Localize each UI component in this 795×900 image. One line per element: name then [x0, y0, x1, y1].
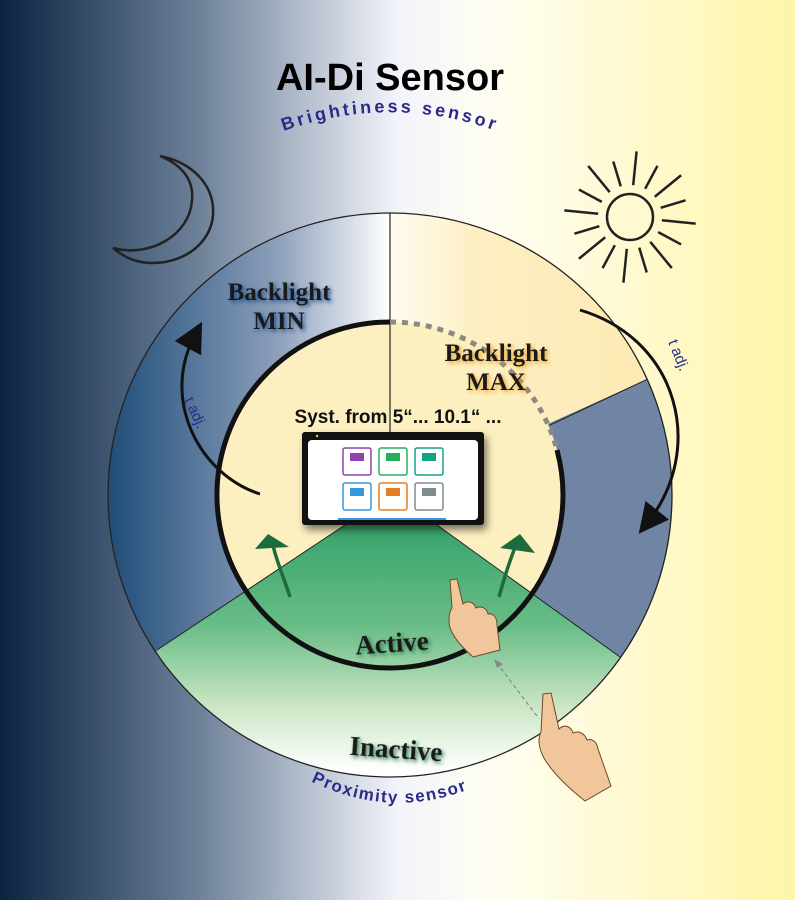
proximity-active-region: [140, 525, 640, 777]
app-tile: [342, 447, 372, 476]
diagram-title: AI-Di Sensor: [276, 57, 504, 99]
sun-ray: [578, 236, 607, 260]
t-adj-right-arrow: [579, 308, 680, 534]
app-tile: [414, 447, 444, 476]
sun-ray: [574, 225, 600, 235]
inactive-label: Inactive: [349, 731, 444, 767]
approach-arrow: [495, 661, 538, 717]
app-tile-icon: [422, 488, 436, 496]
sun-ray: [649, 240, 673, 269]
sun-ray: [578, 188, 603, 203]
app-tile-icon: [350, 488, 364, 496]
sun-ray: [660, 199, 686, 209]
app-tile-icon: [422, 453, 436, 461]
app-tile: [342, 482, 372, 511]
sun-ray: [661, 218, 696, 225]
approaching-hand-icon: [538, 692, 612, 802]
app-tile: [378, 482, 408, 511]
backlight-max-line2: MAX: [466, 369, 526, 396]
backlight-max-line1: Backlight: [445, 340, 548, 367]
sun-ray: [631, 151, 638, 186]
t-adj-left-arrow: [174, 321, 261, 496]
activate-arrows: [255, 534, 535, 598]
backlight-min-line2: MIN: [253, 308, 304, 335]
touch-display-device: [302, 432, 484, 525]
active-boundary-arc: [214, 319, 566, 671]
active-label: Active: [354, 625, 429, 660]
sun-icon: [564, 151, 696, 283]
app-tile: [414, 482, 444, 511]
touching-hand-icon: [448, 578, 501, 658]
sun-ray: [601, 244, 616, 269]
sun-ray: [622, 248, 629, 283]
app-tile: [378, 447, 408, 476]
sensor-circle: [108, 213, 672, 777]
sun-ray: [612, 161, 622, 187]
dashed-transition-arc: [389, 319, 560, 451]
moon-icon: [112, 154, 215, 265]
system-size-label: Syst. from 5“... 10.1“ ...: [295, 407, 502, 428]
app-tile-icon: [386, 488, 400, 496]
sun-ray: [638, 247, 648, 273]
sun-ray: [587, 165, 611, 194]
sun-ray: [564, 209, 599, 216]
backlight-min-line1: Backlight: [228, 279, 331, 306]
app-tile-icon: [386, 453, 400, 461]
app-tile-icon: [350, 453, 364, 461]
sun-ray: [657, 231, 682, 246]
sun-ray: [644, 165, 659, 190]
sun-ray: [653, 174, 682, 198]
